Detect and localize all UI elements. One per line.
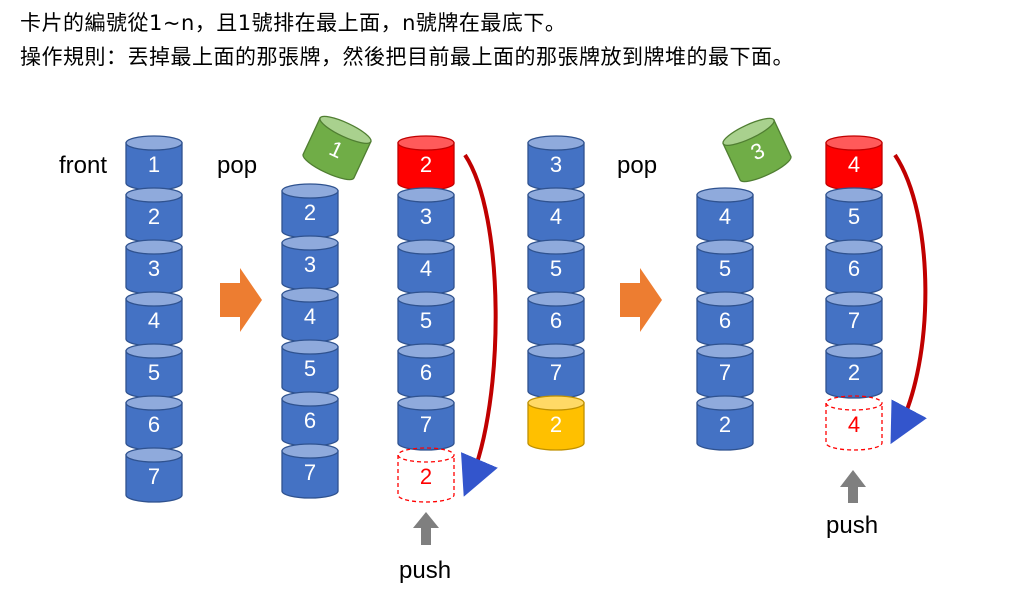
after-pop2-stack: 4 5 6 7 2 — [696, 187, 754, 451]
card-number: 6 — [420, 360, 432, 385]
card-number: 2 — [420, 464, 432, 489]
card-cylinder: 2 — [397, 447, 455, 503]
card-number: 7 — [148, 464, 160, 489]
card-number: 2 — [304, 200, 316, 225]
card-number: 5 — [148, 360, 160, 385]
card-cylinder: 2 — [527, 395, 585, 451]
card-cylinder: 4 — [825, 395, 883, 451]
card-number: 6 — [304, 408, 316, 433]
card-number: 7 — [848, 308, 860, 333]
push1-stack: 2 3 4 5 6 7 2 — [397, 135, 455, 503]
push2-stack: 4 5 6 7 2 4 — [825, 135, 883, 451]
card-number: 2 — [848, 360, 860, 385]
after-pop1-stack: 2 3 4 5 6 7 — [281, 183, 339, 499]
card-number: 6 — [719, 308, 731, 333]
card-cylinder: 6 — [696, 291, 754, 347]
card-cylinder: 4 — [696, 187, 754, 243]
card-number: 4 — [148, 308, 160, 333]
card-number: 5 — [848, 204, 860, 229]
card-cylinder: 6 — [527, 291, 585, 347]
card-cylinder: 7 — [527, 343, 585, 399]
card-cylinder: 4 — [281, 287, 339, 343]
card-number: 5 — [550, 256, 562, 281]
description-line-1: 卡片的編號從1~n，且1號排在最上面，n號牌在最底下。 — [20, 11, 567, 35]
card-cylinder: 1 — [125, 135, 183, 191]
card-cylinder: 2 — [825, 343, 883, 399]
card-number: 2 — [420, 152, 432, 177]
card-stacks: 1 2 3 4 5 6 7 2 3 4 5 6 7 2 3 4 5 6 7 2 3 4 5 6 7 2 4 5 6 7 2 4 5 6 7 2 4 — [125, 135, 883, 503]
card-number: 5 — [420, 308, 432, 333]
card-number: 2 — [148, 204, 160, 229]
card-number: 4 — [719, 204, 731, 229]
card-number: 3 — [420, 204, 432, 229]
card-number: 6 — [848, 256, 860, 281]
card-cylinder: 6 — [125, 395, 183, 451]
push-label-2: push — [826, 512, 878, 539]
initial-stack: 1 2 3 4 5 6 7 — [125, 135, 183, 503]
card-cylinder: 5 — [696, 239, 754, 295]
card-number: 4 — [550, 204, 562, 229]
card-cylinder: 3 — [397, 187, 455, 243]
card-number: 5 — [304, 356, 316, 381]
card-cylinder: 7 — [825, 291, 883, 347]
card-cylinder: 7 — [281, 443, 339, 499]
push-arrow-2 — [840, 470, 866, 503]
card-cylinder: 5 — [527, 239, 585, 295]
step-arrow-1 — [220, 268, 262, 332]
card-cylinder: 6 — [397, 343, 455, 399]
card-cylinder: 4 — [125, 291, 183, 347]
card-number: 6 — [550, 308, 562, 333]
card-cylinder: 3 — [527, 135, 585, 191]
card-number: 3 — [550, 152, 562, 177]
card-cylinder: 7 — [696, 343, 754, 399]
card-cylinder: 2 — [125, 187, 183, 243]
card-cylinder: 2 — [397, 135, 455, 191]
result1-stack: 3 4 5 6 7 2 — [527, 135, 585, 451]
card-number: 7 — [719, 360, 731, 385]
card-number: 5 — [719, 256, 731, 281]
card-number: 3 — [304, 252, 316, 277]
card-cylinder: 7 — [125, 447, 183, 503]
card-cylinder: 3 — [125, 239, 183, 295]
card-cylinder: 2 — [696, 395, 754, 451]
card-cylinder: 4 — [397, 239, 455, 295]
card-number: 7 — [550, 360, 562, 385]
step-arrow-2 — [620, 268, 662, 332]
card-number: 4 — [848, 152, 860, 177]
card-cylinder: 4 — [825, 135, 883, 191]
push-label-1: push — [399, 557, 451, 584]
card-cylinder: 2 — [281, 183, 339, 239]
card-cylinder: 5 — [281, 339, 339, 395]
card-cylinder: 4 — [527, 187, 585, 243]
card-cylinder: 5 — [397, 291, 455, 347]
discarded-card-2: 3 — [722, 117, 792, 183]
front-label: front — [59, 152, 107, 179]
pop-label-1: pop — [217, 152, 257, 179]
card-cylinder: 6 — [281, 391, 339, 447]
card-number: 7 — [304, 460, 316, 485]
card-number: 3 — [148, 256, 160, 281]
card-cylinder: 3 — [281, 235, 339, 291]
card-cylinder: 7 — [397, 395, 455, 451]
card-number: 1 — [148, 152, 160, 177]
card-cylinder: 5 — [825, 187, 883, 243]
move-curve-arrow-2 — [890, 153, 928, 445]
push-arrow-1 — [413, 512, 439, 545]
card-number: 2 — [719, 412, 731, 437]
card-cylinder: 5 — [125, 343, 183, 399]
discarded-card-1: 1 — [302, 115, 372, 181]
card-cylinder: 6 — [825, 239, 883, 295]
card-number: 4 — [848, 412, 860, 437]
card-number: 4 — [304, 304, 316, 329]
pop-label-2: pop — [617, 152, 657, 179]
card-number: 6 — [148, 412, 160, 437]
card-number: 2 — [550, 412, 562, 437]
card-number: 7 — [420, 412, 432, 437]
card-number: 4 — [420, 256, 432, 281]
move-curve-arrow-1 — [461, 153, 498, 497]
description-line-2: 操作規則：丟掉最上面的那張牌，然後把目前最上面的那張牌放到牌堆的最下面。 — [20, 45, 794, 69]
